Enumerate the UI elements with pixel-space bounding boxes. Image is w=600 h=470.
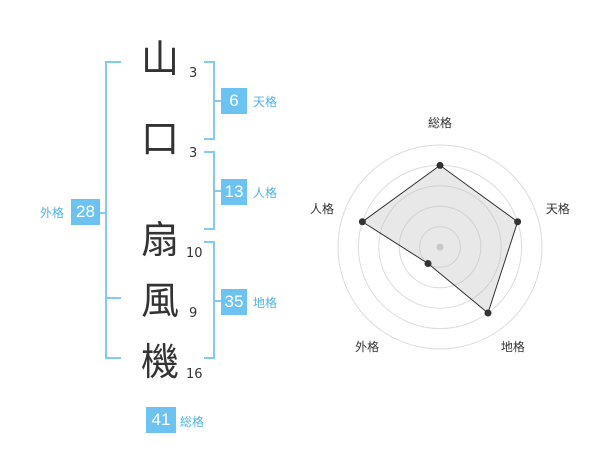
stroke-count-2: 3	[189, 146, 198, 161]
radar-point-2	[514, 218, 522, 226]
stroke-count-1: 3	[189, 66, 198, 81]
radar-point-3	[484, 309, 492, 317]
name-char-1: 山	[140, 37, 179, 81]
radar-axis-label: 人格	[310, 201, 335, 216]
radar-point-5	[358, 218, 366, 226]
gaikaku-value-badge: 28	[71, 199, 100, 225]
stroke-count-5: 16	[186, 367, 203, 382]
chikaku-label: 地格	[253, 296, 278, 310]
radar-series-polygon	[361, 164, 519, 314]
radar-point-4	[424, 260, 432, 268]
name-char-3: 扇	[140, 218, 179, 262]
tenkaku-value-badge: 6	[221, 88, 247, 114]
jinkaku-value-badge: 13	[221, 179, 247, 205]
name-char-5: 機	[140, 340, 179, 384]
soukaku-value-badge: 41	[146, 407, 176, 433]
radar-axis-label: 天格	[545, 201, 570, 216]
name-char-4: 風	[140, 279, 179, 323]
gaikaku-label: 外格	[40, 206, 65, 220]
radar-ring	[419, 226, 461, 268]
radar-axis-label: 外格	[355, 340, 380, 355]
tenkaku-label: 天格	[253, 95, 278, 109]
radar-ring	[398, 205, 482, 289]
jinkaku-label: 人格	[253, 186, 278, 200]
stroke-count-4: 9	[189, 306, 198, 321]
chikaku-value-badge: 35	[221, 289, 247, 315]
radar-points	[358, 161, 522, 317]
radar-axis-label: 地格	[500, 340, 525, 355]
radar-svg	[337, 144, 543, 350]
radar-chart: 総格天格地格 外格 人格	[300, 110, 600, 370]
radar-point-1	[436, 161, 444, 169]
soukaku-label: 総格	[180, 415, 205, 429]
radar-ring	[378, 185, 502, 309]
name-char-2: 口	[140, 117, 179, 161]
radar-series	[361, 164, 519, 314]
radar-center	[436, 243, 444, 251]
radar-axis-label: 総格	[427, 116, 453, 130]
stroke-count-3: 10	[186, 246, 203, 261]
